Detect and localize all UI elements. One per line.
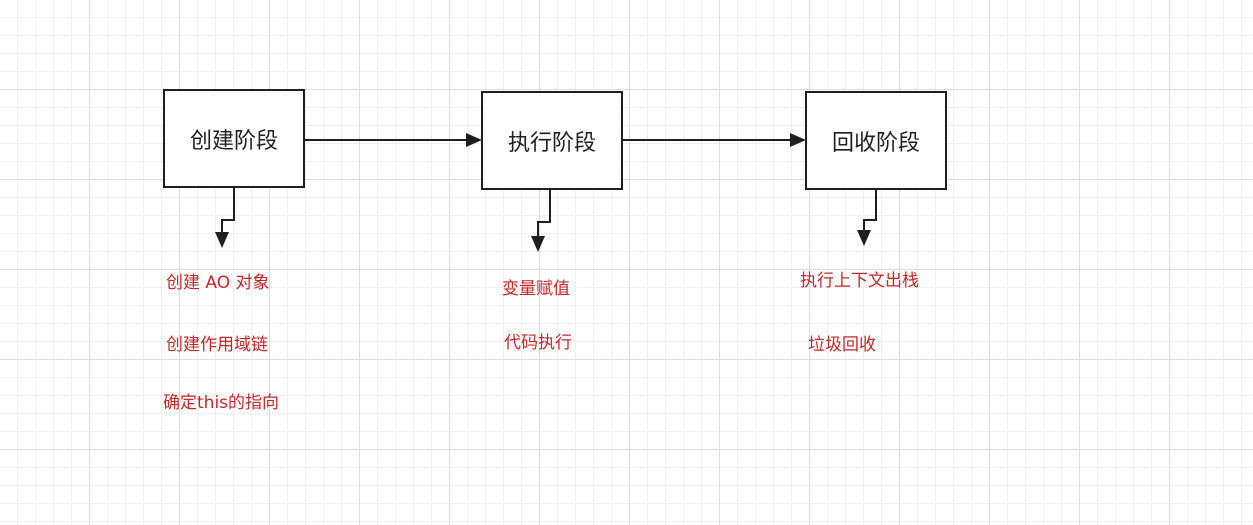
stage-label-recycle: 回收阶段 — [831, 130, 920, 156]
arrow-execute-down — [531, 190, 551, 252]
arrow-recycle-down — [857, 190, 877, 246]
stage-box-execute: 执行阶段 — [481, 91, 623, 190]
note-context-pop: 执行上下文出栈 — [800, 271, 919, 291]
note-create-ao-object: 创建 AO 对象 — [166, 273, 270, 293]
stage-box-create: 创建阶段 — [163, 89, 305, 188]
note-variable-assignment: 变量赋值 — [502, 279, 570, 299]
arrow-create-down — [215, 188, 235, 248]
note-determine-this: 确定this的指向 — [163, 393, 280, 413]
stage-label-create: 创建阶段 — [189, 128, 278, 154]
stage-box-recycle: 回收阶段 — [805, 91, 947, 190]
stage-label-execute: 执行阶段 — [507, 130, 596, 156]
arrow-execute-to-recycle — [623, 133, 806, 147]
note-create-scope-chain: 创建作用域链 — [166, 335, 268, 355]
note-garbage-collection: 垃圾回收 — [808, 335, 876, 355]
arrow-create-to-execute — [305, 133, 482, 147]
note-code-execution: 代码执行 — [504, 333, 572, 353]
